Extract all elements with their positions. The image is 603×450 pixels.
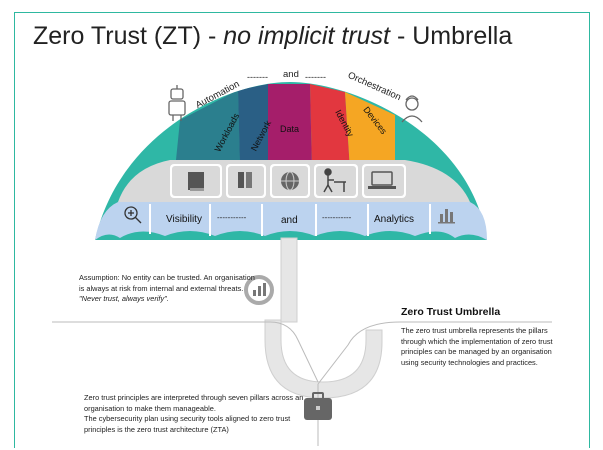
person-at-desk-icon <box>323 168 346 193</box>
bar-chart-icon <box>438 209 455 224</box>
zoom-in-icon <box>124 206 142 224</box>
analytics-label: Analytics <box>374 214 414 225</box>
connector-left <box>52 321 319 383</box>
server-icon <box>238 172 252 188</box>
connector-right <box>317 321 552 385</box>
pillar-devices-wedge <box>345 92 395 170</box>
briefcase-icon <box>304 392 332 420</box>
slide-title: Zero Trust (ZT) - no implicit trust - Um… <box>33 22 512 51</box>
title-part-2: no implicit trust <box>223 22 390 50</box>
bottom-dash-right: ----------- <box>322 213 352 222</box>
book-icon <box>188 172 204 191</box>
scallop-band <box>95 202 487 240</box>
visibility-label: Visibility <box>166 214 202 225</box>
assumption-quote: "Never trust, always verify". <box>79 294 169 303</box>
globe-icon <box>281 171 299 191</box>
pillar-identity-wedge <box>310 84 350 170</box>
pillar-workloads-wedge <box>175 90 240 170</box>
principles-line-2: The cybersecurity plan using security to… <box>84 414 291 434</box>
principles-text: Zero trust principles are interpreted th… <box>84 393 314 435</box>
robot-icon <box>168 85 186 121</box>
zt-umbrella-heading: Zero Trust Umbrella <box>401 306 501 318</box>
bottom-and-label: and <box>281 215 298 226</box>
pillar-network-wedge <box>238 84 268 170</box>
pillar-label-data: Data <box>280 124 299 134</box>
umbrella-handle <box>264 319 383 399</box>
laptop-icon <box>368 171 396 189</box>
analytics-gauge-icon <box>244 275 274 305</box>
pillar-data-wedge <box>268 84 312 170</box>
assumption-text: Assumption: No entity can be trusted. An… <box>79 273 257 305</box>
support-person-icon <box>401 95 423 123</box>
title-part-1: Zero Trust (ZT) - <box>33 22 224 50</box>
assumption-body: Assumption: No entity can be trusted. An… <box>79 273 255 293</box>
arc-dash-right: ------- <box>305 72 326 82</box>
principles-line-1: Zero trust principles are interpreted th… <box>84 393 304 413</box>
title-part-3: - Umbrella <box>390 22 513 50</box>
slide-frame <box>14 12 590 448</box>
arc-dash-left: ------- <box>247 72 268 82</box>
zt-umbrella-description: The zero trust umbrella represents the p… <box>401 326 553 367</box>
arc-and-label: and <box>283 69 299 80</box>
bottom-dash-left: ----------- <box>217 213 247 222</box>
umbrella-shaft <box>280 237 298 323</box>
